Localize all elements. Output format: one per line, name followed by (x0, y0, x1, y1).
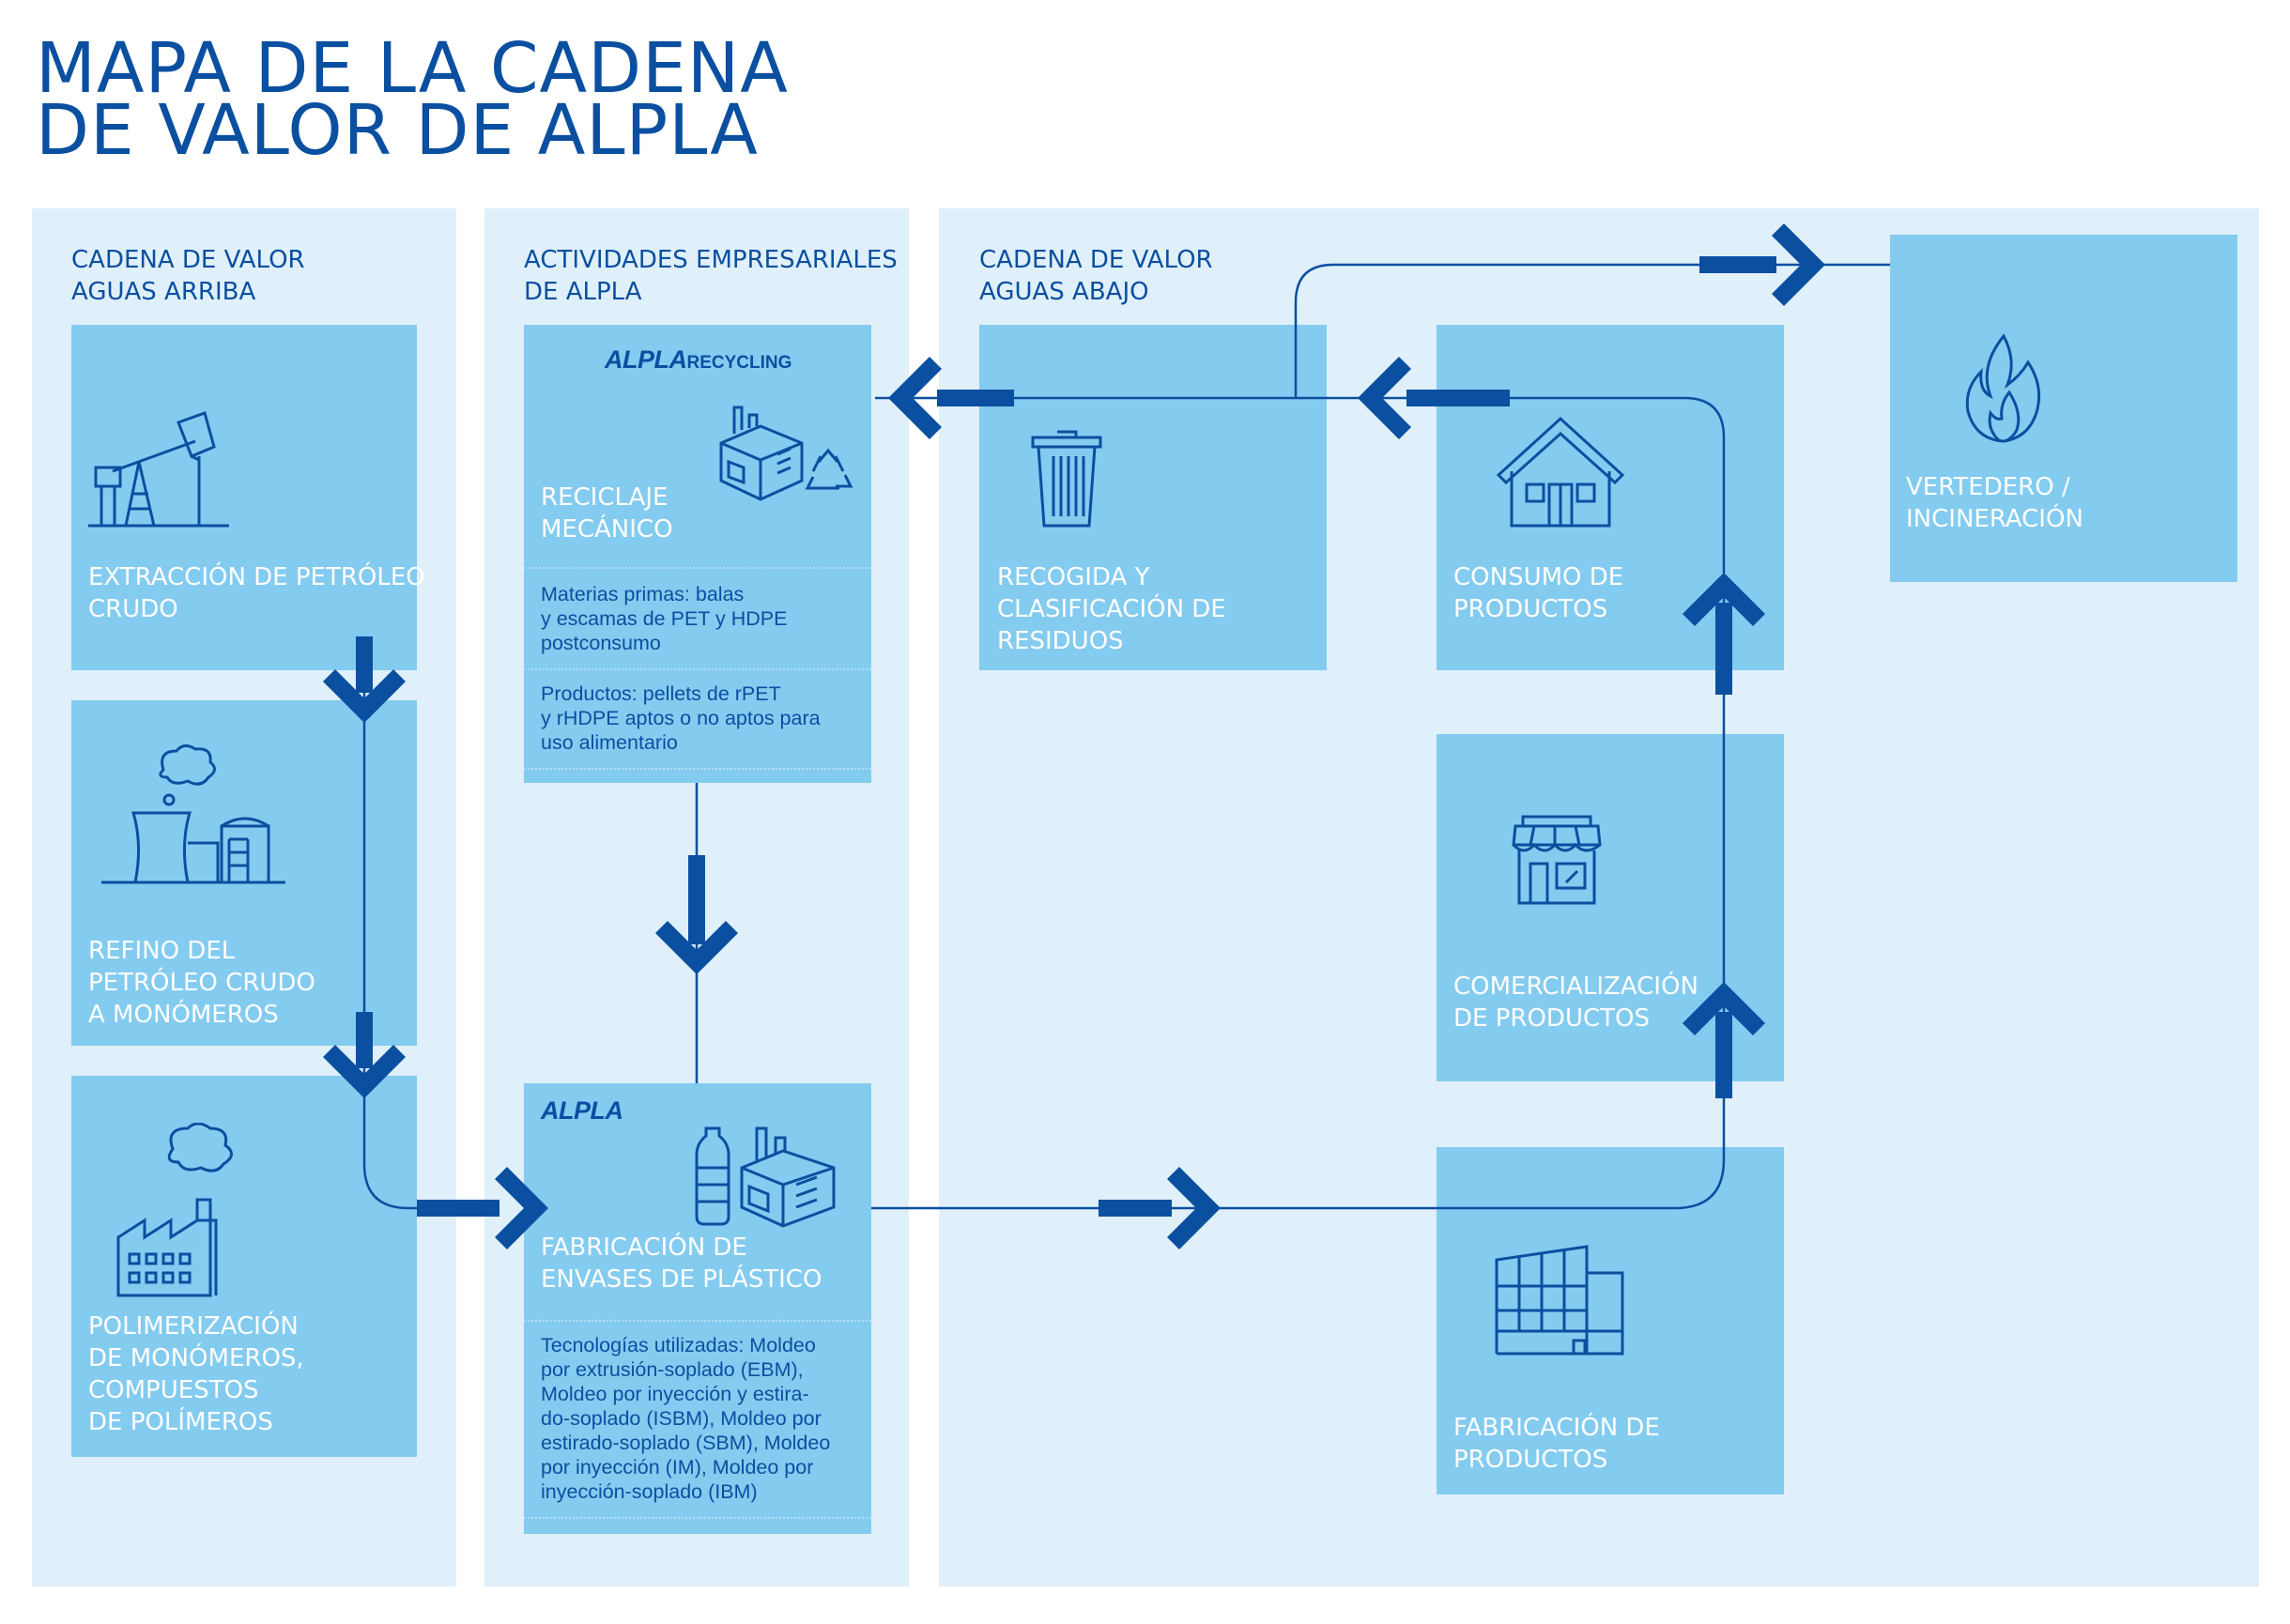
separator (524, 768, 871, 770)
trash-can-icon (1031, 430, 1102, 528)
label-product-consumption: CONSUMO DE PRODUCTOS (1453, 563, 1624, 623)
label-polymerization: POLIMERIZACIÓN DE MONÓMEROS, COMPUESTOS … (88, 1312, 304, 1436)
arrow-down-to-packaging (655, 855, 738, 974)
separator (524, 567, 871, 569)
connector-upstream (362, 657, 432, 1210)
connector-packaging-to-products (871, 396, 1726, 1210)
label-mechanical-recycling: RECICLAJE MECÁNICO (541, 483, 673, 544)
recycling-products: Productos: pellets de rPET y rHDPE aptos… (541, 682, 821, 754)
page-title-line-2: DE VALOR DE ALPLA (36, 90, 759, 171)
label-waste-collection: RECOGIDA Y CLASIFICACIÓN DE RESIDUOS (997, 563, 1226, 655)
arrow-down-refining (323, 636, 406, 723)
arrow-right-to-manufacturing (1099, 1167, 1221, 1249)
factory-building-icon (1495, 1245, 1624, 1356)
separator (524, 1517, 871, 1519)
step-landfill-incineration (1890, 235, 2237, 582)
upstream-heading: CADENA DE VALOR AGUAS ARRIBA (71, 246, 305, 306)
label-landfill-incineration: VERTEDERO / INCINERACIÓN (1906, 473, 2083, 533)
arrow-up-to-consumption (1683, 573, 1765, 695)
factory-icon (116, 1123, 233, 1297)
oil-pump-icon (88, 411, 229, 528)
arrow-up-to-commercialization (1683, 982, 1765, 1098)
arrow-left-to-recycling (888, 357, 1014, 439)
step-crude-extraction (71, 325, 417, 670)
step-waste-collection (979, 325, 1327, 670)
label-product-manufacturing: FABRICACIÓN DE PRODUCTOS (1453, 1414, 1660, 1474)
alpla-recycling-logo: ALPLARECYCLING (605, 345, 792, 374)
step-polymerization (71, 1076, 417, 1457)
step-refining (71, 700, 417, 1046)
step-product-manufacturing (1437, 1147, 1784, 1494)
label-packaging-manufacturing: FABRICACIÓN DE ENVASES DE PLÁSTICO (541, 1233, 822, 1294)
page-title-line-1: MAPA DE LA CADENA (36, 28, 789, 109)
arrow-left-to-waste (1358, 357, 1510, 439)
packaging-plant-icon (695, 1126, 836, 1228)
arrow-right-to-landfill (1699, 223, 1825, 306)
house-icon (1496, 416, 1625, 528)
flame-icon (1965, 333, 2041, 443)
arrow-down-polymerization (323, 1012, 406, 1098)
page-title: MAPA DE LA CADENA DE VALOR DE ALPLA (36, 28, 789, 171)
recycling-raw-materials: Materias primas: balas y escamas de PET … (541, 583, 788, 654)
separator (524, 668, 871, 670)
connector-to-landfill (1294, 263, 1890, 398)
refinery-icon (101, 744, 285, 884)
label-crude-extraction: EXTRACCIÓN DE PETRÓLEO CRUDO (88, 563, 425, 623)
packaging-technologies: Tecnologías utilizadas: Moldeo por extru… (541, 1334, 831, 1503)
separator (524, 1320, 871, 1322)
arrow-right-to-packaging (417, 1167, 548, 1249)
step-mechanical-recycling (524, 325, 871, 783)
alpla-logo: ALPLA (541, 1096, 623, 1125)
downstream-heading: CADENA DE VALOR AGUAS ABAJO (979, 246, 1213, 306)
label-commercialization: COMERCIALIZACIÓN DE PRODUCTOS (1453, 973, 1698, 1033)
label-refining: REFINO DEL PETRÓLEO CRUDO A MONÓMEROS (88, 937, 315, 1029)
alpla-heading: ACTIVIDADES EMPRESARIALES DE ALPLA (524, 246, 898, 306)
shop-icon (1512, 815, 1602, 905)
recycling-plant-icon (719, 406, 853, 501)
